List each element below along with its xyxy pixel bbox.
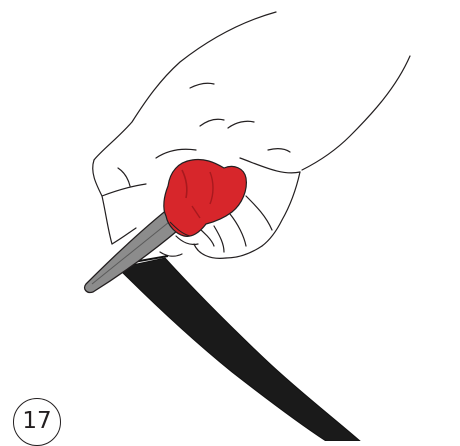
step-number: 17 (22, 407, 52, 434)
zipper-pull-icon (163, 158, 247, 237)
strap-icon (116, 255, 361, 441)
hand-icon (92, 11, 411, 259)
step-number-badge: 17 (13, 398, 61, 446)
